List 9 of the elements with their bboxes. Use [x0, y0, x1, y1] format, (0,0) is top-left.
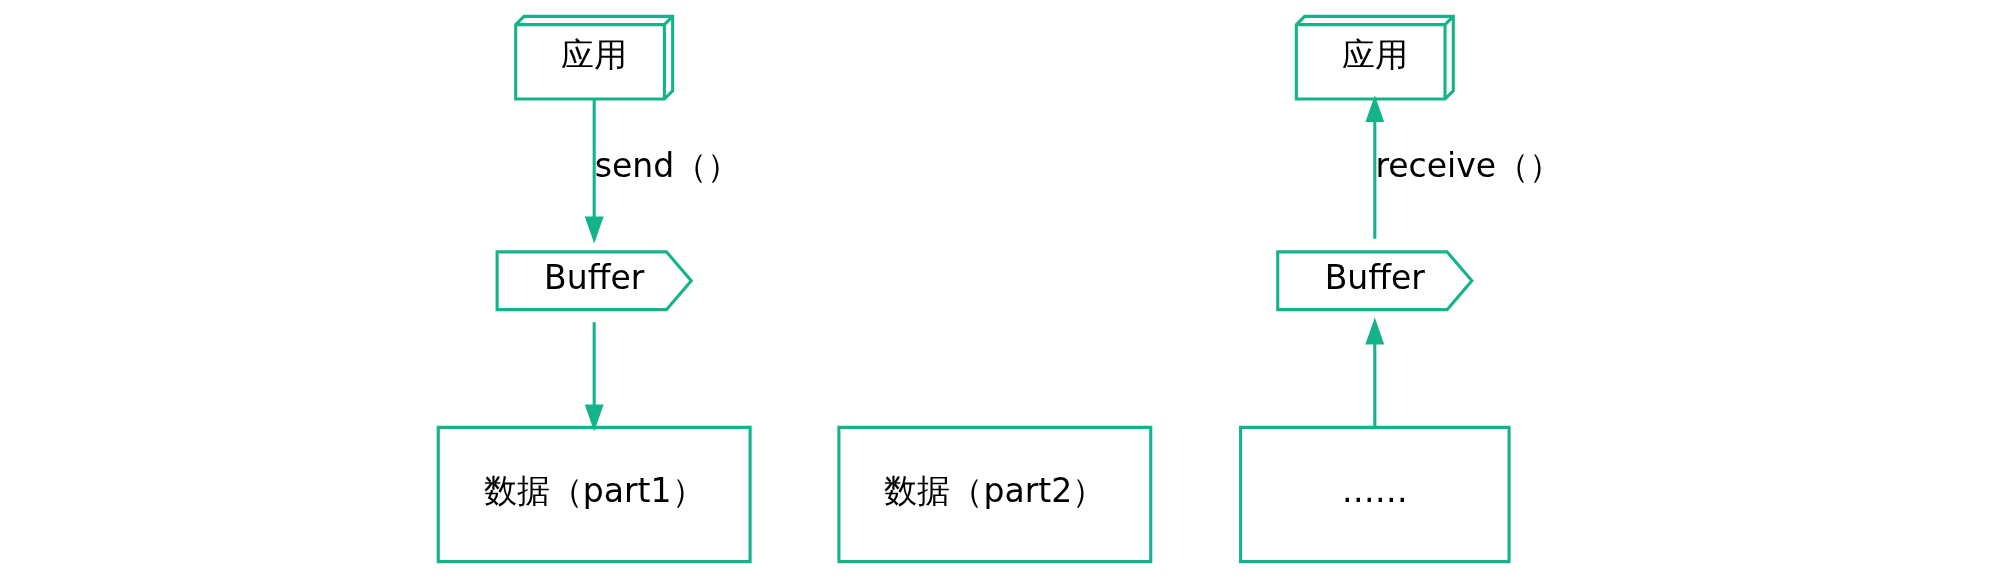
node-box: 数据（part2）: [836, 425, 1152, 564]
arrow: [584, 322, 604, 432]
arrow: [1364, 317, 1384, 427]
edge-label: send（）: [594, 146, 740, 186]
edge-label: receive（）: [1374, 146, 1562, 186]
arrow: [1364, 95, 1384, 239]
node-box: 数据（part1）: [436, 425, 752, 564]
node-box: ……: [1238, 425, 1511, 564]
arrow: [584, 99, 604, 244]
